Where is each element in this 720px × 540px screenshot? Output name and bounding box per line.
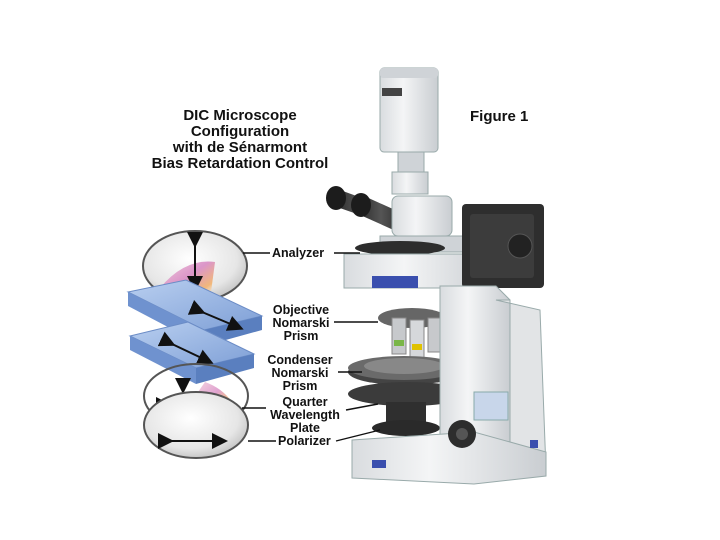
quarter-wavelength-plate-label: Quarter Wavelength Plate	[264, 396, 346, 435]
condenser-nomarski-prism-label: Condenser Nomarski Prism	[262, 354, 338, 393]
polarizer-disc	[144, 392, 248, 458]
objectives	[378, 308, 446, 360]
title-line-2: Configuration	[120, 124, 360, 140]
polarizer-label: Polarizer	[278, 435, 331, 448]
lamp-housing	[462, 204, 544, 288]
diagram-title: DIC Microscope Configuration with de Sén…	[120, 108, 360, 172]
objective-prism-line-3: Prism	[268, 330, 334, 343]
title-line-3: with de Sénarmont	[120, 140, 360, 156]
title-line-4: Bias Retardation Control	[120, 156, 360, 172]
figure-label: Figure 1	[470, 108, 528, 125]
analyzer-label: Analyzer	[272, 247, 324, 260]
camera	[380, 68, 438, 194]
condenser-prism-line-3: Prism	[262, 380, 338, 393]
eyepieces	[326, 186, 452, 236]
objective-nomarski-prism-label: Objective Nomarski Prism	[268, 304, 334, 343]
title-line-1: DIC Microscope	[120, 108, 360, 124]
